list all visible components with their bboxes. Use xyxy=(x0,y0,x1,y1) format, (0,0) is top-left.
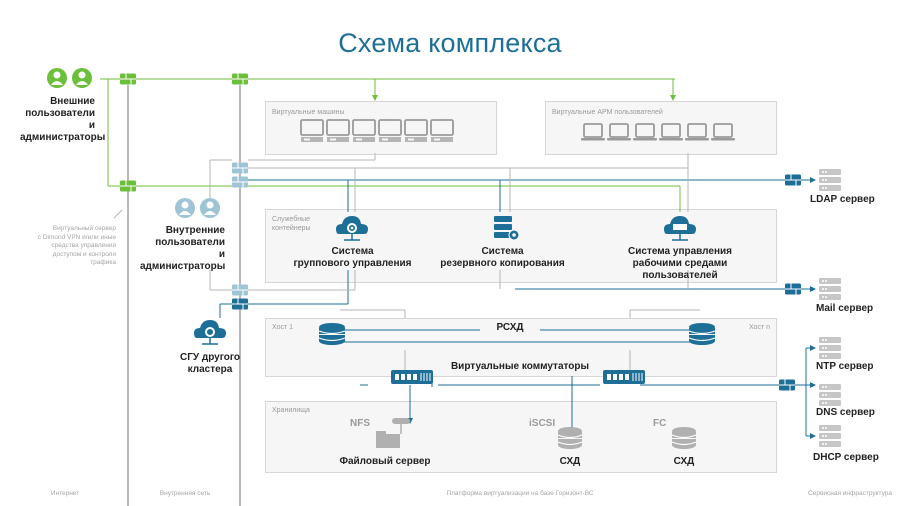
group-mgmt-label: Система группового управления xyxy=(293,246,412,269)
monitor-icon xyxy=(378,119,402,143)
firewall-icon xyxy=(119,180,137,192)
monitor-icon xyxy=(404,119,428,143)
firewall-icon xyxy=(231,176,249,188)
laptop-icon xyxy=(606,123,632,142)
external-users-label: Внешние пользователи и администраторы xyxy=(20,96,106,143)
firewall-icon xyxy=(784,174,802,186)
firewall-icon xyxy=(231,284,249,296)
firewall-icon xyxy=(231,73,249,85)
fc-label: FC xyxy=(653,418,667,429)
hostn-label: Хост n xyxy=(748,324,770,331)
service-containers-label: Служебные контейнеры xyxy=(272,216,311,232)
firewall-icon xyxy=(778,379,796,391)
database-icon xyxy=(557,426,583,450)
vm-block: Виртуальные машины xyxy=(265,101,497,155)
cloud-gear-icon xyxy=(194,320,226,345)
user-icon xyxy=(200,198,220,218)
virtual-switches-label: Виртуальные коммутаторы xyxy=(450,361,590,372)
database-icon xyxy=(671,426,697,450)
cloud-gear-icon xyxy=(336,216,368,241)
ldap-server-label: LDAP сервер xyxy=(810,194,875,205)
zone-service-infra: Сервисная инфраструктура xyxy=(808,490,892,497)
laptop-icon xyxy=(580,123,606,142)
rshd-label: РСХД xyxy=(480,322,540,334)
nfs-label: NFS xyxy=(350,418,370,429)
diagram-title: Схема комплекса xyxy=(338,28,562,58)
folder-icon xyxy=(376,418,410,448)
sgu-other-label: СГУ другого кластера xyxy=(179,352,241,375)
monitor-icon xyxy=(326,119,350,143)
mail-server-label: Mail сервер xyxy=(816,303,874,314)
server-rack-icon xyxy=(819,337,841,359)
laptop-icon xyxy=(658,123,684,142)
zone-platform: Платформа виртуализации на базе Горизонт… xyxy=(446,490,594,497)
cloud-network-icon xyxy=(664,216,696,241)
arm-block-label: Виртуальные АРМ пользователей xyxy=(552,109,663,116)
backup-label: Система резервного копирования xyxy=(440,246,565,269)
switch-icon xyxy=(602,369,646,385)
vm-block-label: Виртуальные машины xyxy=(272,109,345,116)
file-server-label: Файловый сервер xyxy=(339,456,431,467)
server-rack-icon xyxy=(819,278,841,300)
database-icon xyxy=(318,322,346,346)
iscsi-label: iSCSI xyxy=(529,418,556,429)
arm-block: Виртуальные АРМ пользователей xyxy=(545,101,777,155)
host1-label: Хост 1 xyxy=(272,324,294,331)
user-icon xyxy=(175,198,195,218)
storage-label: Хранилища xyxy=(272,407,310,414)
internal-users-label: Внутренние пользователи и администраторы xyxy=(140,225,226,272)
switch-icon xyxy=(390,369,434,385)
server-rack-icon xyxy=(819,384,841,406)
monitor-icon xyxy=(300,119,324,143)
user-icon xyxy=(72,68,92,88)
zone-internet: Интернет xyxy=(50,490,80,497)
laptop-icon xyxy=(710,123,736,142)
zone-internal-net: Внутренняя сеть xyxy=(159,490,211,497)
firewall-icon xyxy=(231,162,249,174)
firewall-icon xyxy=(784,283,802,295)
user-icon xyxy=(47,68,67,88)
shd1-label: СХД xyxy=(559,456,581,467)
monitor-icon xyxy=(430,119,454,143)
firewall-icon xyxy=(119,73,137,85)
server-rack-icon xyxy=(819,169,841,191)
dns-server-label: DNS сервер xyxy=(816,407,875,418)
workspace-mgmt-label: Система управления рабочими средами поль… xyxy=(628,246,732,281)
database-icon xyxy=(688,322,716,346)
firewall-icon xyxy=(231,298,249,310)
ntp-server-label: NTP сервер xyxy=(816,361,874,372)
laptop-icon xyxy=(632,123,658,142)
dhcp-server-label: DHCP сервер xyxy=(813,452,879,463)
vpn-note: Виртуальный сервер с Dimond VPN и/или ин… xyxy=(37,225,116,266)
monitor-icon xyxy=(352,119,376,143)
server-rack-icon xyxy=(819,425,841,447)
server-gear-icon xyxy=(494,216,520,241)
shd2-label: СХД xyxy=(673,456,695,467)
laptop-icon xyxy=(684,123,710,142)
